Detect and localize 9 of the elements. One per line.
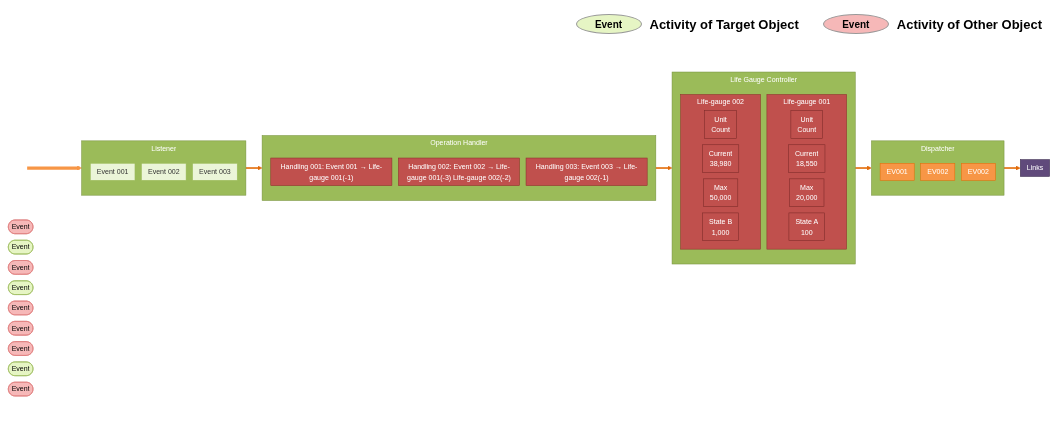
legend-swatch: Event <box>822 14 889 34</box>
arrow <box>1003 165 1021 171</box>
arrow <box>854 165 872 171</box>
arrow <box>655 165 673 171</box>
legend-swatch: Event <box>575 14 642 34</box>
legend-text: Activity of Target Object <box>649 16 799 32</box>
arrow <box>245 165 263 171</box>
legend-text: Activity of Other Object <box>896 16 1042 32</box>
arrow <box>27 165 82 171</box>
